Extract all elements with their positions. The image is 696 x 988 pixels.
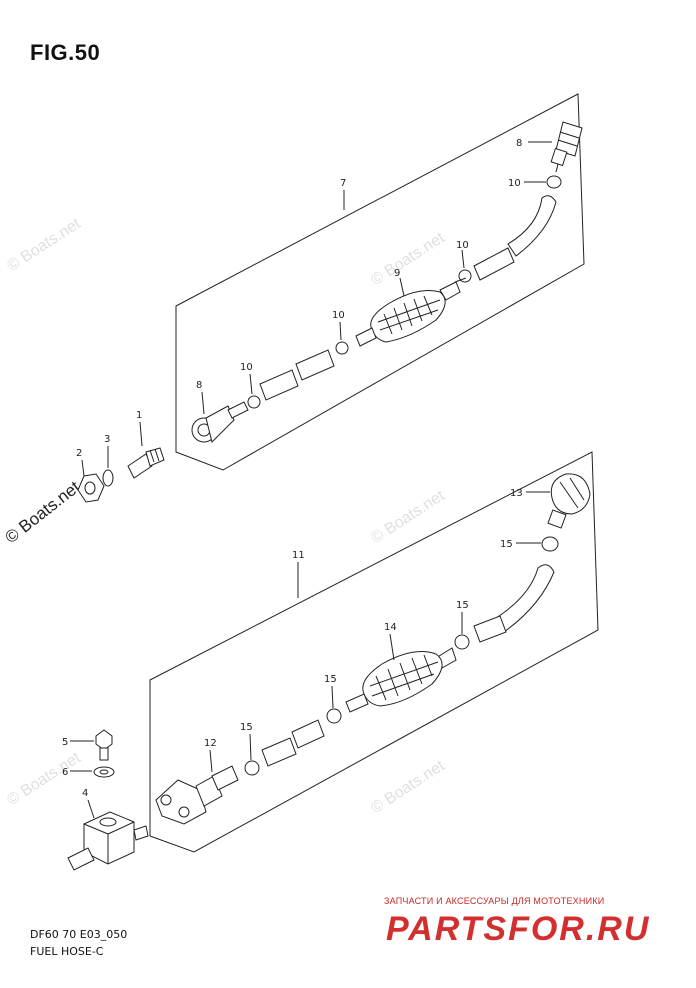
- bolt-5: [95, 729, 113, 761]
- callout-10-bulb: 10: [456, 240, 469, 251]
- assembly-frame-7: [175, 93, 585, 471]
- callout-15-bulb: 15: [456, 600, 469, 611]
- hose-piece-upper-1: [295, 349, 335, 381]
- callout-5: 5: [62, 737, 68, 748]
- figure-name: FUEL HOSE-C: [30, 945, 104, 958]
- clip-15-bulb: [454, 634, 470, 650]
- hose-piece-lower-1: [291, 719, 325, 749]
- primer-bulb-14: [345, 647, 457, 713]
- hose-piece-upper-2: [259, 369, 299, 401]
- callout-8-upper: 8: [516, 138, 522, 149]
- hose-curve-lower: [495, 564, 555, 633]
- hose-curve-upper: [507, 195, 557, 257]
- callout-2: 2: [76, 448, 82, 459]
- valve-4: [67, 811, 149, 871]
- clip-10-top: [546, 175, 562, 189]
- hose-piece-lower-2: [261, 737, 297, 767]
- callout-1: 1: [136, 410, 142, 421]
- callout-11: 11: [292, 550, 305, 561]
- connector-8-upper: [550, 121, 583, 173]
- assembly-frame-11: [149, 451, 599, 853]
- brand-tagline: ЗАПЧАСТИ И АКСЕССУАРЫ ДЛЯ МОТОТЕХНИКИ: [384, 896, 605, 906]
- clip-15-top: [541, 536, 559, 552]
- callout-6: 6: [62, 767, 68, 778]
- callout-9: 9: [394, 268, 400, 279]
- connector-13: [547, 473, 591, 529]
- callout-7: 7: [340, 178, 346, 189]
- callout-15-top: 15: [500, 539, 513, 550]
- clip-10-left: [247, 395, 261, 409]
- callout-14: 14: [384, 622, 397, 633]
- washer-3: [102, 469, 114, 487]
- callout-10-left: 10: [240, 362, 253, 373]
- brand-logo[interactable]: PARTSFOR.RU: [386, 910, 651, 948]
- callout-10-mid: 10: [332, 310, 345, 321]
- callout-12: 12: [204, 738, 217, 749]
- callout-4: 4: [82, 788, 88, 799]
- primer-bulb-9: [355, 277, 467, 347]
- callout-10-top: 10: [508, 178, 521, 189]
- callout-8-lower: 8: [196, 380, 202, 391]
- figure-title: FIG.50: [30, 40, 101, 65]
- washer-6: [93, 766, 115, 778]
- connector-8-lower: [191, 401, 249, 443]
- clip-15-mid: [326, 708, 342, 724]
- callout-15-left: 15: [240, 722, 253, 733]
- callout-13: 13: [510, 488, 523, 499]
- hose-short-lower: [473, 615, 507, 643]
- fitting-1: [127, 447, 165, 479]
- callout-3: 3: [104, 434, 110, 445]
- clip-10-mid: [335, 341, 349, 355]
- nut-2: [77, 473, 105, 503]
- connector-12: [155, 765, 239, 825]
- callout-15-mid: 15: [324, 674, 337, 685]
- hose-short-upper: [473, 247, 515, 281]
- clip-15-left: [244, 760, 260, 776]
- figure-code: DF60 70 E03_050: [30, 928, 128, 941]
